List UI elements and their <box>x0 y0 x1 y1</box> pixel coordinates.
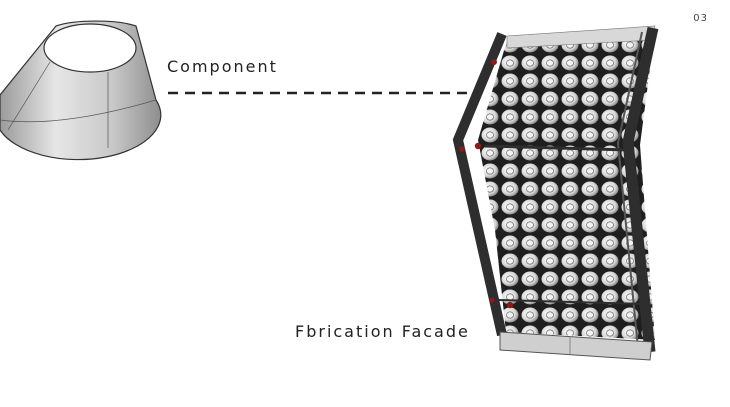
connector-dot <box>506 301 514 309</box>
connector-dot <box>459 146 465 152</box>
connector-dot <box>474 142 482 150</box>
connector-dot <box>491 59 497 65</box>
connector-points <box>459 59 514 309</box>
page-number: 03 <box>693 13 708 24</box>
facade-label: Fbrication Facade <box>295 322 470 341</box>
connector-dot <box>489 297 495 303</box>
facade-panel <box>452 25 659 361</box>
component-label: Component <box>167 57 278 76</box>
cone-component <box>0 20 162 161</box>
